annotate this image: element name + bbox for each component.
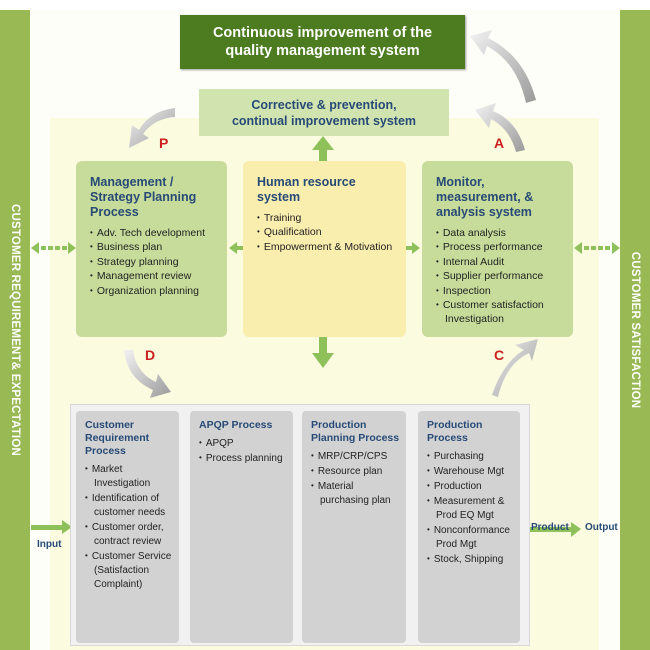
list-item: Qualification (257, 225, 396, 239)
output-label: Output (585, 522, 618, 533)
up-arrow-icon (312, 136, 334, 162)
list-item: Management review (90, 269, 217, 283)
curved-arrow-icon (470, 30, 536, 103)
left-arrow-icon (229, 242, 243, 254)
list-item: Customer order, contract review (85, 520, 173, 549)
list-item: Empowerment & Motivation (257, 240, 396, 254)
monitor-measurement-box: Monitor, measurement, & analysis system … (422, 161, 573, 337)
list-item: Supplier performance (436, 269, 563, 283)
list-item: Strategy planning (90, 255, 217, 269)
customer-requirement-process-box: Customer Requirement Process Market Inve… (76, 411, 179, 643)
hr-list: Training Qualification Empowerment & Mot… (257, 211, 396, 254)
list-item: Resource plan (311, 464, 400, 479)
curved-arrow-icon (492, 339, 538, 397)
process-title: Customer Requirement Process (85, 419, 150, 457)
process-title: Production Process (427, 419, 483, 444)
list-item: Material purchasing plan (311, 479, 400, 508)
pdca-letter-a: A (494, 135, 505, 151)
management-title: Management / Strategy Planning Process (90, 175, 197, 219)
curved-arrow-icon (124, 350, 171, 398)
production-process-box: Production Process Purchasing Warehouse … (418, 411, 520, 643)
list-item: Training (257, 211, 396, 225)
down-arrow-icon (312, 337, 334, 368)
input-label: Input (37, 539, 62, 550)
input-arrow-icon (31, 520, 72, 534)
list-item: Inspection (436, 284, 563, 298)
list-item: Market Investigation (85, 462, 173, 491)
continuous-improvement-line2: quality management system (225, 43, 420, 59)
double-arrow-icon (31, 242, 76, 254)
list-item: APQP (199, 436, 287, 451)
list-item: Organization planning (90, 284, 217, 298)
curved-arrow-icon (129, 108, 175, 148)
customer-requirement-sidebar: CUSTOMER REQUIREMENT& EXPECTATION (0, 10, 30, 650)
list-item: Nonconformance Prod Mgt (427, 523, 514, 552)
output-arrow-icon (524, 522, 581, 537)
right-arrow-icon (406, 242, 420, 254)
production-planning-process-box: Production Planning Process MRP/CRP/CPS … (302, 411, 406, 643)
management-strategy-box: Management / Strategy Planning Process A… (76, 161, 227, 337)
human-resource-box: Human resource system Training Qualifica… (243, 161, 406, 337)
list-item: Measurement & Prod EQ Mgt (427, 494, 514, 523)
list-item: Process performance (436, 240, 563, 254)
list-item: Identification of customer needs (85, 491, 173, 520)
pdca-letter-p: P (159, 135, 169, 151)
list-item: Data analysis (436, 226, 563, 240)
list-item: Internal Audit (436, 255, 563, 269)
list-item: Business plan (90, 240, 217, 254)
corrective-prevention-box: Corrective & prevention,continual improv… (199, 89, 449, 136)
list-item: Adv. Tech development (90, 226, 217, 240)
list-item: Stock, Shipping (427, 552, 514, 567)
process-list: APQP Process planning (199, 436, 287, 466)
process-title: Production Planning Process (311, 419, 400, 444)
monitor-list: Data analysis Process performance Intern… (436, 226, 563, 327)
monitor-title: Monitor, measurement, & analysis system (436, 175, 534, 219)
apqp-process-box: APQP Process APQP Process planning (190, 411, 293, 643)
list-item: Customer Service (Satisfaction Complaint… (85, 549, 173, 592)
list-item: Process planning (199, 451, 287, 466)
list-item: Purchasing (427, 449, 514, 464)
process-list: Market Investigation Identification of c… (85, 462, 173, 592)
corrective-line1: Corrective & prevention, (251, 97, 397, 112)
process-list: MRP/CRP/CPS Resource plan Material purch… (311, 449, 400, 508)
continuous-improvement-line1: Continuous improvement of the (212, 25, 433, 41)
customer-satisfaction-sidebar: CUSTOMER SATISFACTION (620, 10, 650, 650)
product-label: Product (531, 522, 569, 533)
pdca-letter-d: D (145, 347, 156, 363)
list-item: Production (427, 479, 514, 494)
process-list: Purchasing Warehouse Mgt Production Meas… (427, 449, 514, 567)
curved-arrow-icon (475, 103, 525, 152)
hr-title: Human resource system (257, 175, 356, 204)
double-arrow-icon (574, 242, 620, 254)
process-title: APQP Process (199, 419, 273, 431)
pdca-letter-c: C (494, 347, 505, 363)
list-item: Warehouse Mgt (427, 464, 514, 479)
corrective-line2: continual improvement system (231, 113, 417, 128)
list-item: MRP/CRP/CPS (311, 449, 400, 464)
list-item: Customer satisfaction Investigation (436, 298, 563, 327)
continuous-improvement-box: Continuous improvement of the quality man… (180, 15, 465, 69)
management-list: Adv. Tech development Business plan Stra… (90, 226, 217, 298)
